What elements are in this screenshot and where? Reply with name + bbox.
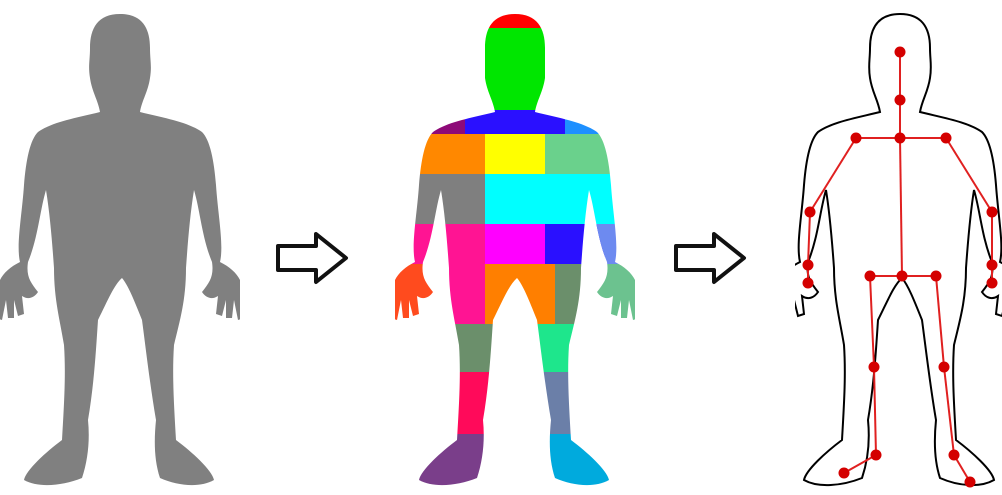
body-part-segment bbox=[485, 264, 555, 324]
segmented-body-panel bbox=[395, 0, 635, 495]
bone-rsh-rel bbox=[946, 138, 992, 212]
joint-rsh bbox=[941, 133, 952, 144]
joint-chest bbox=[895, 133, 906, 144]
body-part-segment bbox=[445, 372, 515, 434]
joint-pelvis bbox=[897, 271, 908, 282]
body-part-segment bbox=[485, 134, 545, 174]
arrow-1-icon bbox=[270, 228, 354, 288]
body-part-segment bbox=[415, 134, 485, 174]
joint-rank bbox=[949, 450, 960, 461]
body-part-segment bbox=[545, 224, 605, 264]
body-part-segment bbox=[565, 110, 625, 134]
body-part-segment bbox=[555, 264, 595, 324]
joint-lhip bbox=[865, 271, 876, 282]
body-part-segments bbox=[395, 10, 635, 494]
joint-lwr bbox=[803, 260, 814, 271]
body-part-segment bbox=[515, 434, 625, 494]
joint-lknee bbox=[869, 362, 880, 373]
bone-lsh-lel bbox=[810, 138, 856, 212]
body-part-segment bbox=[395, 224, 485, 264]
joint-rknee bbox=[939, 362, 950, 373]
body-part-segment bbox=[545, 134, 625, 174]
body-part-segment bbox=[485, 224, 545, 264]
joint-neck bbox=[895, 95, 906, 106]
joint-rwr bbox=[987, 260, 998, 271]
joint-lank bbox=[871, 450, 882, 461]
joint-rhand bbox=[987, 278, 998, 289]
body-part-segment bbox=[595, 224, 635, 264]
body-part-segment bbox=[545, 174, 625, 224]
silhouette-panel bbox=[0, 0, 240, 495]
joint-lhand bbox=[803, 278, 814, 289]
joint-rel bbox=[987, 207, 998, 218]
body-part-segment bbox=[515, 324, 585, 372]
joint-rhip bbox=[931, 271, 942, 282]
body-outline bbox=[795, 14, 1002, 485]
joint-lel bbox=[805, 207, 816, 218]
body-part-segment bbox=[445, 264, 485, 324]
joint-lsh bbox=[851, 133, 862, 144]
body-part-segment bbox=[515, 372, 585, 434]
arrow-2-icon bbox=[668, 228, 752, 288]
body-part-segment bbox=[415, 110, 465, 134]
body-part-segment bbox=[485, 28, 545, 110]
joint-lfoot bbox=[839, 468, 850, 479]
body-part-segment bbox=[485, 174, 545, 224]
skeleton-bones bbox=[808, 52, 992, 482]
body-part-segment bbox=[395, 264, 445, 324]
bone-lhip-lknee bbox=[870, 276, 874, 367]
bone-rhip-rknee bbox=[936, 276, 944, 367]
skeleton-panel bbox=[795, 0, 1002, 495]
body-part-segment bbox=[445, 324, 515, 372]
body-part-segment bbox=[405, 174, 485, 224]
bone-chest-pelvis bbox=[900, 138, 902, 276]
bone-lank-lfoot bbox=[844, 455, 876, 473]
body-part-segment bbox=[465, 110, 565, 134]
body-part-segment bbox=[595, 264, 635, 324]
body-part-segment bbox=[485, 10, 545, 28]
joint-head bbox=[895, 47, 906, 58]
joint-rfoot bbox=[965, 477, 976, 488]
grey-silhouette-figure bbox=[0, 14, 240, 485]
body-part-segment bbox=[405, 434, 515, 494]
bone-lknee-lank bbox=[874, 367, 876, 455]
